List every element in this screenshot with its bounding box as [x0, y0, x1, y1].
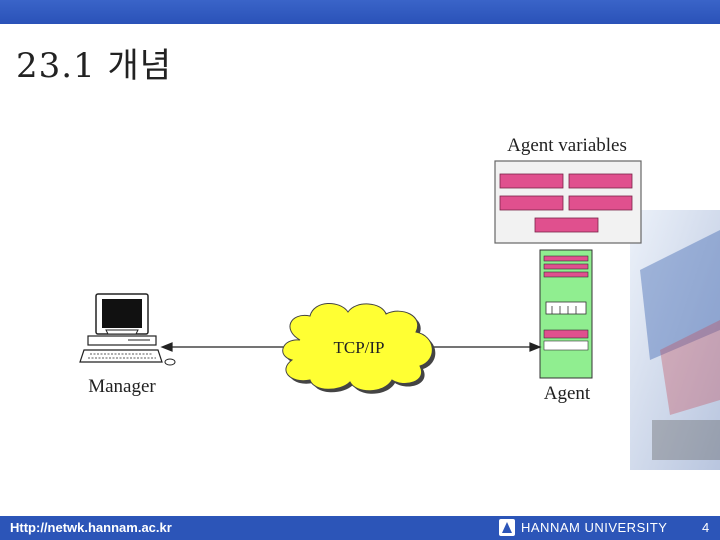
top-bar: [0, 0, 720, 24]
footer-university: HANNAM UNIVERSITY: [521, 520, 668, 535]
manager-label: Manager: [88, 376, 156, 397]
agent-server-icon: [539, 249, 593, 379]
agent-variables-label: Agent variables: [507, 135, 627, 156]
decorative-background-image: [630, 210, 720, 470]
variable-box: [568, 173, 633, 189]
tcp-ip-cloud: [282, 303, 436, 394]
agent-variables-panel: Agent variables: [494, 135, 642, 244]
variable-box: [499, 173, 564, 189]
page-number: 4: [702, 520, 710, 535]
network-label: TCP/IP: [333, 338, 384, 357]
variable-box: [534, 217, 599, 233]
variable-box: [568, 195, 633, 211]
university-logo-icon: [499, 519, 515, 536]
manager-computer-icon: [79, 293, 176, 366]
footer-bar: Http://netwk.hannam.ac.kr HANNAM UNIVERS…: [0, 516, 720, 540]
slide-title: 23.1 개념: [16, 46, 173, 86]
agent-label: Agent: [544, 383, 591, 404]
connection-line: [160, 342, 542, 352]
footer-url[interactable]: Http://netwk.hannam.ac.kr: [10, 520, 172, 535]
variable-box: [499, 195, 564, 211]
